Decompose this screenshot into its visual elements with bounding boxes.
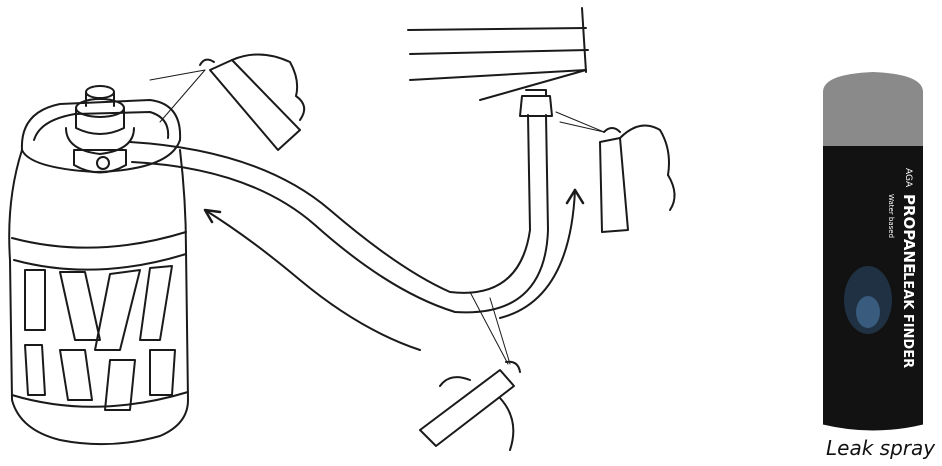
spray-hand-top <box>150 54 304 150</box>
direction-arrows <box>205 190 583 350</box>
gas-bottle <box>9 86 188 444</box>
can-title-line1: PROPANE <box>900 194 918 273</box>
can-subtitle: Water based <box>887 194 895 238</box>
caption: Leak spray <box>826 436 935 460</box>
can-title-line2: LEAK FINDER <box>900 272 915 368</box>
wall-lines <box>408 8 588 100</box>
can-brand: AGA <box>903 168 913 188</box>
leak-spray-can: AGA PROPANE Water based LEAK FINDER <box>823 72 923 430</box>
gas-hose <box>130 90 552 312</box>
